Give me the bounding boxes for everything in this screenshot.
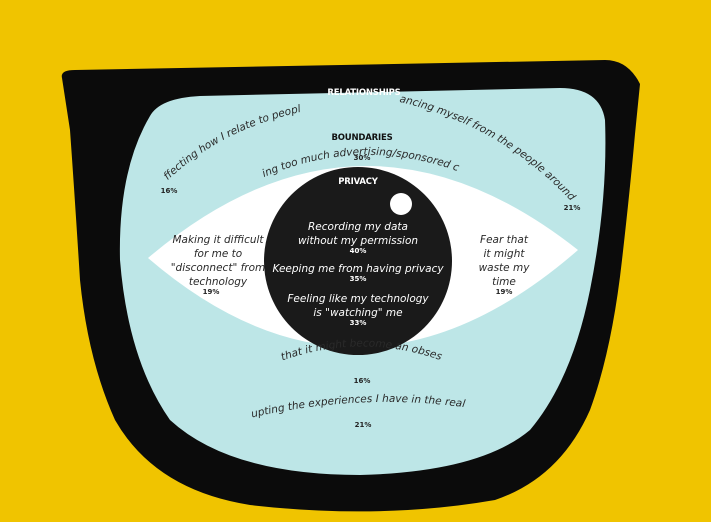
privacy-item-3-line-1: Feeling like my technology	[287, 293, 429, 305]
relationships-header: RELATIONSHIPS	[327, 88, 400, 98]
relationships-left-pct: 16%	[161, 187, 178, 195]
privacy-item-3-pct: 33%	[350, 319, 367, 327]
boundaries-right-pct: 19%	[496, 288, 513, 296]
boundaries-right-line-3: waste my	[479, 262, 531, 274]
boundaries-right-line-1: Fear that	[480, 234, 529, 246]
boundaries-right-line-2: it might	[484, 248, 526, 260]
relationships-bottom-pct: 21%	[355, 421, 372, 429]
pupil-highlight	[390, 193, 412, 215]
privacy-item-1-line-2: without my permission	[298, 235, 418, 247]
boundaries-left-block: Making it difficult for me to "disconnec…	[171, 234, 266, 296]
boundaries-left-pct: 19%	[203, 288, 220, 296]
privacy-header: PRIVACY	[338, 177, 379, 187]
boundaries-right-line-4: time	[492, 276, 516, 288]
boundaries-header: BOUNDARIES	[332, 133, 393, 143]
privacy-item-3-line-2: is "watching" me	[313, 307, 402, 319]
relationships-right-pct: 21%	[564, 204, 581, 212]
privacy-item-2: Keeping me from having privacy 35%	[272, 263, 444, 283]
privacy-item-2-pct: 35%	[350, 275, 367, 283]
boundaries-left-line-3: "disconnect" from	[171, 262, 266, 274]
privacy-item-1-line-1: Recording my data	[308, 221, 408, 233]
privacy-item-2-line-1: Keeping me from having privacy	[272, 263, 444, 275]
boundaries-left-line-1: Making it difficult	[172, 234, 264, 246]
privacy-item-3: Feeling like my technology is "watching"…	[287, 293, 429, 327]
boundaries-top-pct: 30%	[354, 154, 371, 162]
privacy-item-1: Recording my data without my permission …	[298, 221, 418, 255]
boundaries-left-line-4: technology	[189, 276, 248, 288]
boundaries-right-block: Fear that it might waste my time 19%	[479, 234, 531, 296]
boundaries-bottom-pct: 16%	[354, 377, 371, 385]
privacy-item-1-pct: 40%	[350, 247, 367, 255]
boundaries-left-line-2: for me to	[194, 248, 242, 260]
